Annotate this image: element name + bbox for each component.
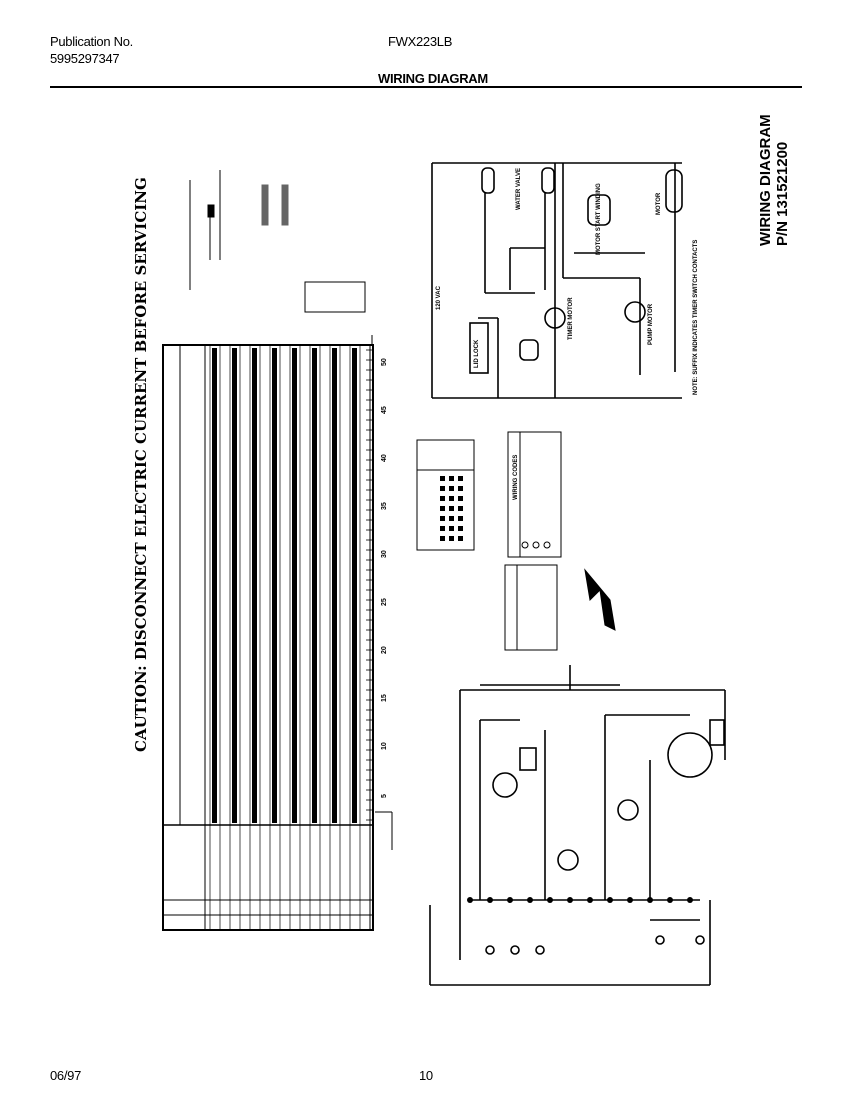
connector-pin	[458, 526, 463, 531]
terminal	[567, 897, 573, 903]
ladder-schematic	[431, 162, 683, 399]
connector-pin	[449, 476, 454, 481]
connector-pin	[449, 516, 454, 521]
timer-chart: 5 10 15 20 25 30 35 40 45 50	[162, 344, 388, 931]
lid-lock-label: LID LOCK	[474, 339, 480, 368]
chart-row-bar	[232, 348, 237, 823]
motor-start-winding-label: MOTOR START WINDING	[596, 183, 602, 255]
chart-tick-label: 25	[381, 598, 388, 606]
pump-motor-label: PUMP MOTOR	[648, 303, 654, 345]
header-rule	[50, 86, 802, 88]
terminal	[647, 897, 653, 903]
terminal	[607, 897, 613, 903]
section-title: WIRING DIAGRAM	[378, 71, 488, 86]
connector-pin	[458, 496, 463, 501]
chart-tick-label: 20	[381, 646, 388, 654]
suffix-note: NOTE: SUFFIX INDICATES TIMER SWITCH CONT…	[693, 240, 699, 395]
chart-row-bar	[312, 348, 317, 823]
chart-tick-label: 5	[381, 794, 388, 798]
connector-pin	[449, 506, 454, 511]
chart-row-bar	[352, 348, 357, 823]
connector-pin	[440, 496, 445, 501]
terminal	[587, 897, 593, 903]
terminal	[467, 897, 473, 903]
terminal	[547, 897, 553, 903]
chart-row-bar	[292, 348, 297, 823]
publication-label: Publication No.	[50, 34, 133, 49]
diagram-title: WIRING DIAGRAM	[757, 114, 774, 246]
connector-pin	[458, 476, 463, 481]
chart-tick-label: 40	[381, 454, 388, 462]
terminal	[627, 897, 633, 903]
connector-pin	[440, 526, 445, 531]
wiring-codes-box	[507, 431, 562, 558]
publication-number: 5995297347	[50, 51, 120, 66]
terminal	[667, 897, 673, 903]
connector-pin	[458, 486, 463, 491]
connector-pin	[458, 506, 463, 511]
connector-pin	[449, 526, 454, 531]
caution-text: CAUTION: DISCONNECT ELECTRIC CURRENT BEF…	[132, 177, 150, 752]
motor-label: MOTOR	[656, 192, 662, 215]
chart-tick-label: 50	[381, 358, 388, 366]
terminal	[687, 897, 693, 903]
terminal	[507, 897, 513, 903]
chart-tick-label: 10	[381, 742, 388, 750]
chart-row-bar	[272, 348, 277, 823]
terminal	[527, 897, 533, 903]
service-drawing-box	[504, 564, 616, 651]
connector-block	[416, 439, 475, 551]
diagram-part-number: P/N 131521200	[774, 142, 791, 246]
spray-detail	[189, 170, 366, 313]
timer-motor-label: TIMER MOTOR	[568, 297, 574, 340]
chart-tick-label: 45	[381, 406, 388, 414]
terminal	[487, 897, 493, 903]
wiring-codes-title: WIRING CODES	[513, 455, 519, 500]
connector-pin	[458, 516, 463, 521]
footer-date: 06/97	[50, 1068, 82, 1083]
connector-pin	[458, 536, 463, 541]
chart-tick-label: 15	[381, 694, 388, 702]
page-number: 10	[419, 1068, 433, 1083]
model-number: FWX223LB	[388, 34, 453, 49]
connector-pin	[449, 536, 454, 541]
connector-pin	[440, 486, 445, 491]
connector-pin	[440, 506, 445, 511]
connector-pin	[440, 476, 445, 481]
chart-row-bar	[332, 348, 337, 823]
chart-tick-label: 35	[381, 502, 388, 510]
connector-pin	[449, 486, 454, 491]
lower-schematic	[429, 665, 726, 986]
chart-row-bar	[212, 348, 217, 823]
supply-label: 120 VAC	[436, 285, 442, 310]
connector-pin	[449, 496, 454, 501]
chart-tick-label: 30	[381, 550, 388, 558]
water-valve-label: WATER VALVE	[516, 168, 522, 210]
chart-row-bar	[252, 348, 257, 823]
connector-pin	[440, 536, 445, 541]
connector-pin	[440, 516, 445, 521]
